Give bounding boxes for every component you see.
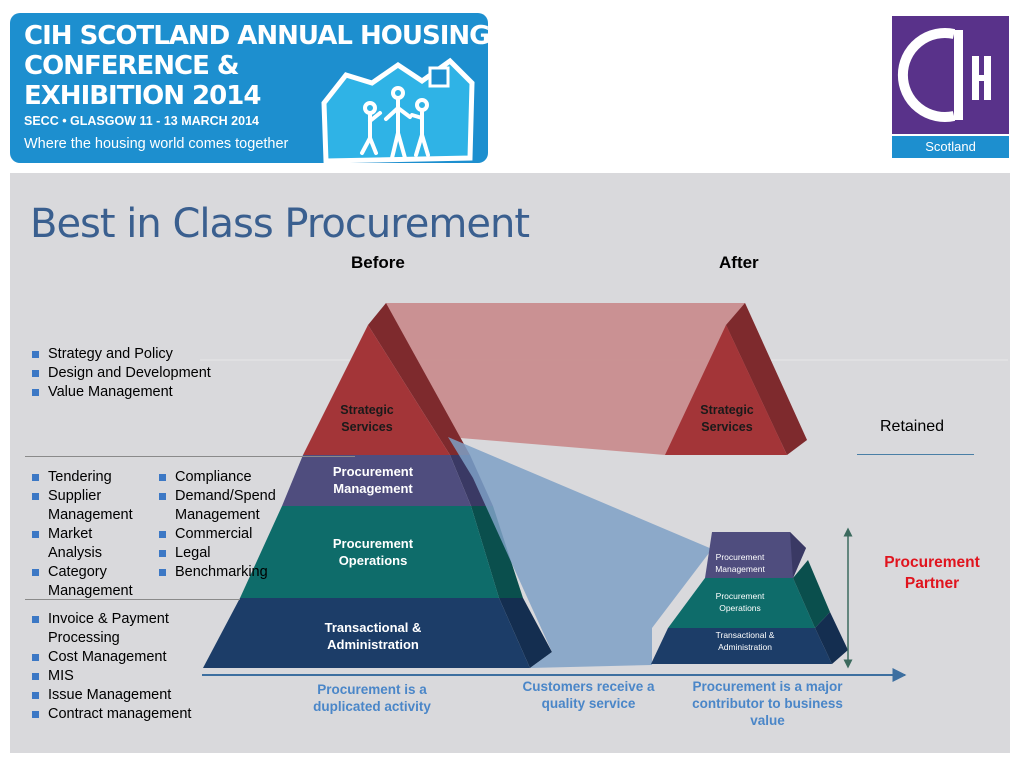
management-list-col2: Compliance Demand/Spend Management Comme… xyxy=(157,468,297,582)
after-management-layer xyxy=(705,532,806,578)
list-item: Benchmarking xyxy=(157,563,297,582)
after-heading: After xyxy=(719,253,759,272)
after-operations-side xyxy=(793,560,830,628)
before-transactional-side xyxy=(499,598,552,668)
slide-title: Best in Class Procurement xyxy=(30,201,530,247)
list-item: Contract management xyxy=(30,705,230,724)
before-transactional-label: Transactional &Administration xyxy=(325,620,422,652)
transactional-list: Invoice & Payment Processing Cost Manage… xyxy=(30,610,230,724)
list-item: Demand/Spend Management xyxy=(157,487,297,525)
list-item: Tendering xyxy=(30,468,148,487)
after-management-side xyxy=(790,532,806,578)
list-item: Legal xyxy=(157,544,297,563)
logo-region-label: Scotland xyxy=(892,136,1009,158)
banner-venue: SECC • GLASGOW 11 - 13 MARCH 2014 xyxy=(24,114,259,128)
duplicated-note: Procurement is a duplicated activity xyxy=(313,682,431,714)
banner-tagline: Where the housing world comes together xyxy=(24,136,289,152)
contributor-note: Procurement is a major contributor to bu… xyxy=(692,679,843,728)
list-item: Strategy and Policy xyxy=(30,345,270,364)
section-divider xyxy=(25,456,355,457)
section-divider xyxy=(25,599,240,600)
banner-title-line2: CONFERENCE & xyxy=(24,51,240,81)
list-item: Commercial xyxy=(157,525,297,544)
partner-connector xyxy=(448,437,712,668)
after-operations-layer xyxy=(668,578,815,628)
after-transactional-label: Transactional &Administration xyxy=(716,630,775,652)
after-transactional-layer xyxy=(651,628,832,664)
list-item: Cost Management xyxy=(30,648,230,667)
list-item: Value Management xyxy=(30,383,270,402)
before-operations-side xyxy=(471,506,523,598)
list-item: MIS xyxy=(30,667,230,686)
management-list-col1: Tendering Supplier Management Market Ana… xyxy=(30,468,148,601)
customers-note: Customers receive a quality service xyxy=(522,679,655,711)
cih-logo-mark xyxy=(892,16,1009,134)
after-strategic-side xyxy=(726,303,807,455)
after-transactional-side xyxy=(815,612,848,664)
banner-title-line3: EXHIBITION 2014 xyxy=(24,81,261,111)
before-strategic-layer xyxy=(303,325,450,455)
before-transactional-layer xyxy=(203,598,530,668)
partner-label: Procurement Partner xyxy=(884,554,980,592)
before-management-layer xyxy=(282,455,471,506)
list-item: Supplier Management xyxy=(30,487,148,525)
retained-label: Retained xyxy=(880,418,945,435)
housing-family-icon xyxy=(321,57,475,163)
list-item: Category Management xyxy=(30,563,148,601)
after-strategic-layer xyxy=(665,325,787,455)
before-pyramid xyxy=(203,303,552,668)
after-strategic xyxy=(665,303,807,455)
conference-banner: CIH SCOTLAND ANNUAL HOUSING CONFERENCE &… xyxy=(10,13,488,163)
banner-title-line1: CIH SCOTLAND ANNUAL HOUSING xyxy=(24,21,488,51)
before-strategic-side xyxy=(368,303,470,455)
cih-logo: Scotland xyxy=(892,16,1009,158)
before-operations-layer xyxy=(240,506,499,598)
strategy-list: Strategy and Policy Design and Developme… xyxy=(30,345,270,402)
list-item: Compliance xyxy=(157,468,297,487)
retained-underline xyxy=(857,454,974,455)
list-item: Issue Management xyxy=(30,686,230,705)
list-item: Design and Development xyxy=(30,364,270,383)
list-item: Invoice & Payment Processing xyxy=(30,610,230,648)
before-heading: Before xyxy=(351,253,405,272)
list-item: Market Analysis xyxy=(30,525,148,563)
after-pyramid xyxy=(651,532,848,664)
